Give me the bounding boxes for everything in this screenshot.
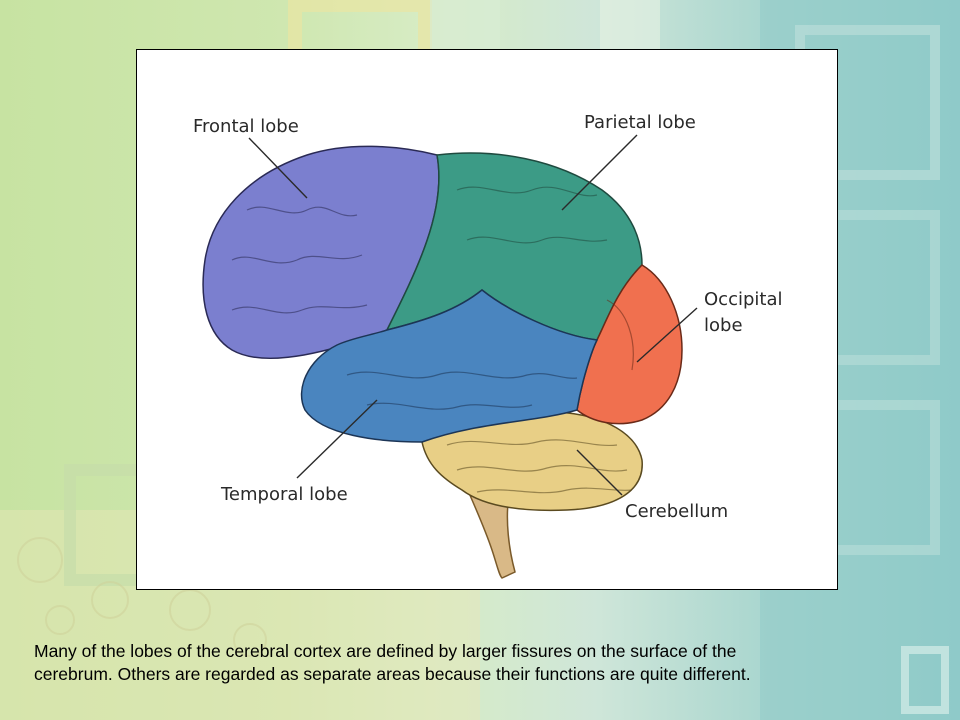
brain-fold-lines — [231, 186, 634, 494]
cerebellum-label: Cerebellum — [625, 501, 728, 522]
temporal-leader-line — [296, 399, 378, 479]
slide-caption: Many of the lobes of the cerebral cortex… — [34, 640, 934, 686]
occipital-leader-line — [636, 307, 698, 363]
caption-line-2: cerebrum. Others are regarded as separat… — [34, 664, 751, 684]
parietal-lobe-label: Parietal lobe — [584, 112, 696, 133]
parietal-leader-line — [561, 134, 638, 211]
temporal-lobe-label: Temporal lobe — [220, 484, 348, 505]
frontal-leader-line — [248, 137, 308, 199]
occipital-lobe-label-line1: Occipital — [704, 289, 782, 310]
occipital-lobe-region — [576, 264, 683, 425]
caption-line-1: Many of the lobes of the cerebral cortex… — [34, 641, 737, 661]
occipital-lobe-label-line2: lobe — [704, 315, 743, 336]
frontal-lobe-label: Frontal lobe — [193, 116, 299, 137]
brain-diagram: Frontal lobe Parietal lobe Occipital lob… — [193, 112, 782, 579]
cerebellum-leader-line — [576, 449, 623, 496]
brain-diagram-figure: Frontal lobe Parietal lobe Occipital lob… — [136, 49, 838, 590]
